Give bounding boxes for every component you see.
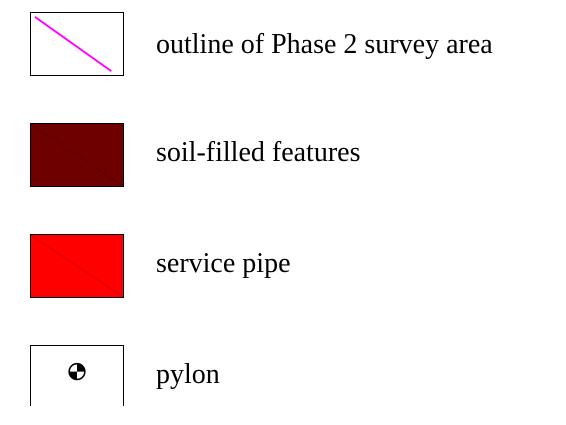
legend-label: pylon xyxy=(156,359,220,390)
legend-item-pylon: pylon xyxy=(0,345,566,425)
legend-item-service-pipe: service pipe xyxy=(0,234,566,314)
legend-label: outline of Phase 2 survey area xyxy=(156,29,493,60)
pylon-swatch xyxy=(30,345,124,406)
legend-item-survey-area: outline of Phase 2 survey area xyxy=(0,12,566,92)
legend-item-soil-filled-features: soil-filled features xyxy=(0,123,566,203)
service-pipe-swatch xyxy=(30,234,124,298)
legend-label: service pipe xyxy=(156,248,291,279)
magenta-diagonal-line-icon xyxy=(34,16,112,72)
filled-box-icon xyxy=(31,124,123,186)
map-legend: outline of Phase 2 survey area soil-fill… xyxy=(0,12,566,406)
filled-box-icon xyxy=(31,235,123,297)
legend-label: soil-filled features xyxy=(156,137,361,168)
soil-filled-swatch xyxy=(30,123,124,187)
pylon-icon xyxy=(68,362,86,381)
survey-outline-swatch xyxy=(30,12,124,76)
